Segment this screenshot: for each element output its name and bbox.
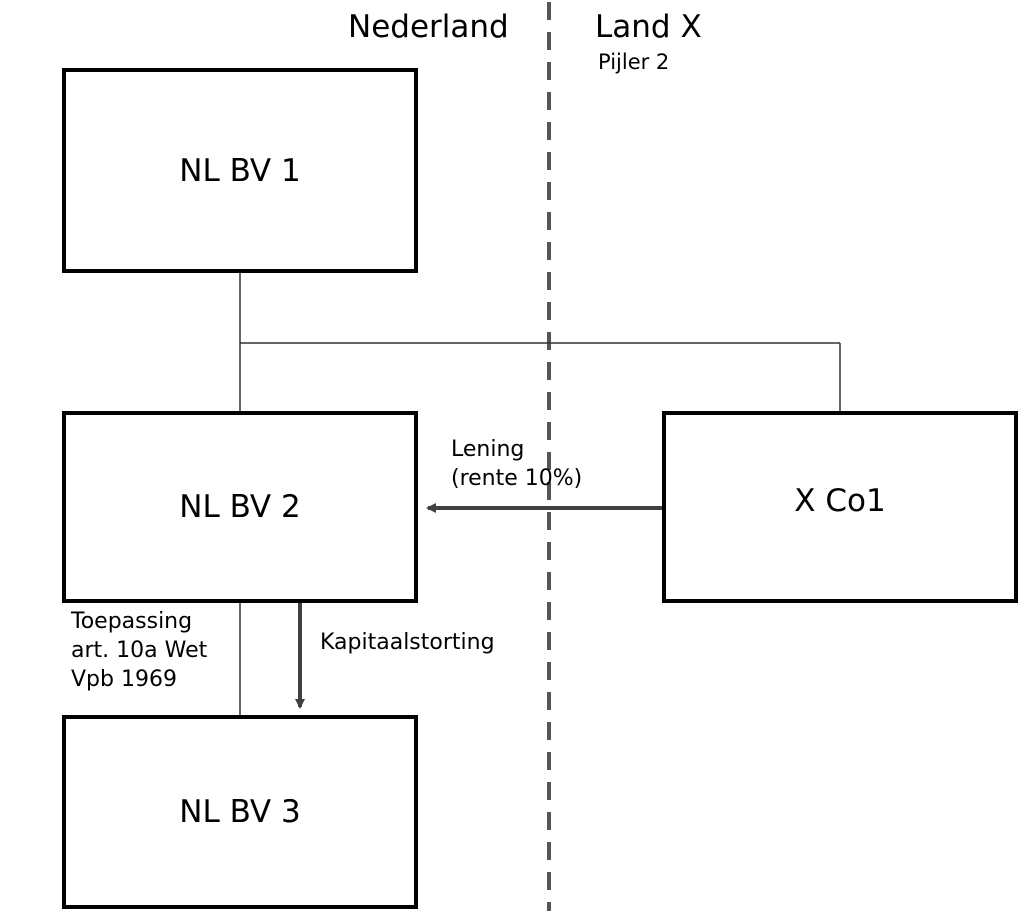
region-sublabel-right: Pijler 2	[598, 50, 670, 74]
entity-label: NL BV 3	[179, 794, 301, 830]
note-line3: Vpb 1969	[71, 667, 177, 692]
capital-label: Kapitaalstorting	[320, 630, 495, 655]
entity-label: NL BV 2	[179, 489, 301, 525]
note-line2: art. 10a Wet	[71, 638, 208, 663]
entity-x-co1: X Co1	[662, 411, 1018, 603]
entity-nl-bv-1: NL BV 1	[62, 68, 418, 273]
region-label-right: Land X	[595, 9, 702, 45]
region-label-left: Nederland	[348, 9, 509, 45]
note-line1: Toepassing	[71, 609, 193, 634]
entity-nl-bv-3: NL BV 3	[62, 715, 418, 909]
entity-label: NL BV 1	[179, 152, 301, 189]
entity-label: X Co1	[794, 483, 886, 519]
loan-label-line1: Lening	[451, 437, 525, 462]
loan-label-line2: (rente 10%)	[451, 466, 583, 491]
entity-nl-bv-2: NL BV 2	[62, 411, 418, 603]
